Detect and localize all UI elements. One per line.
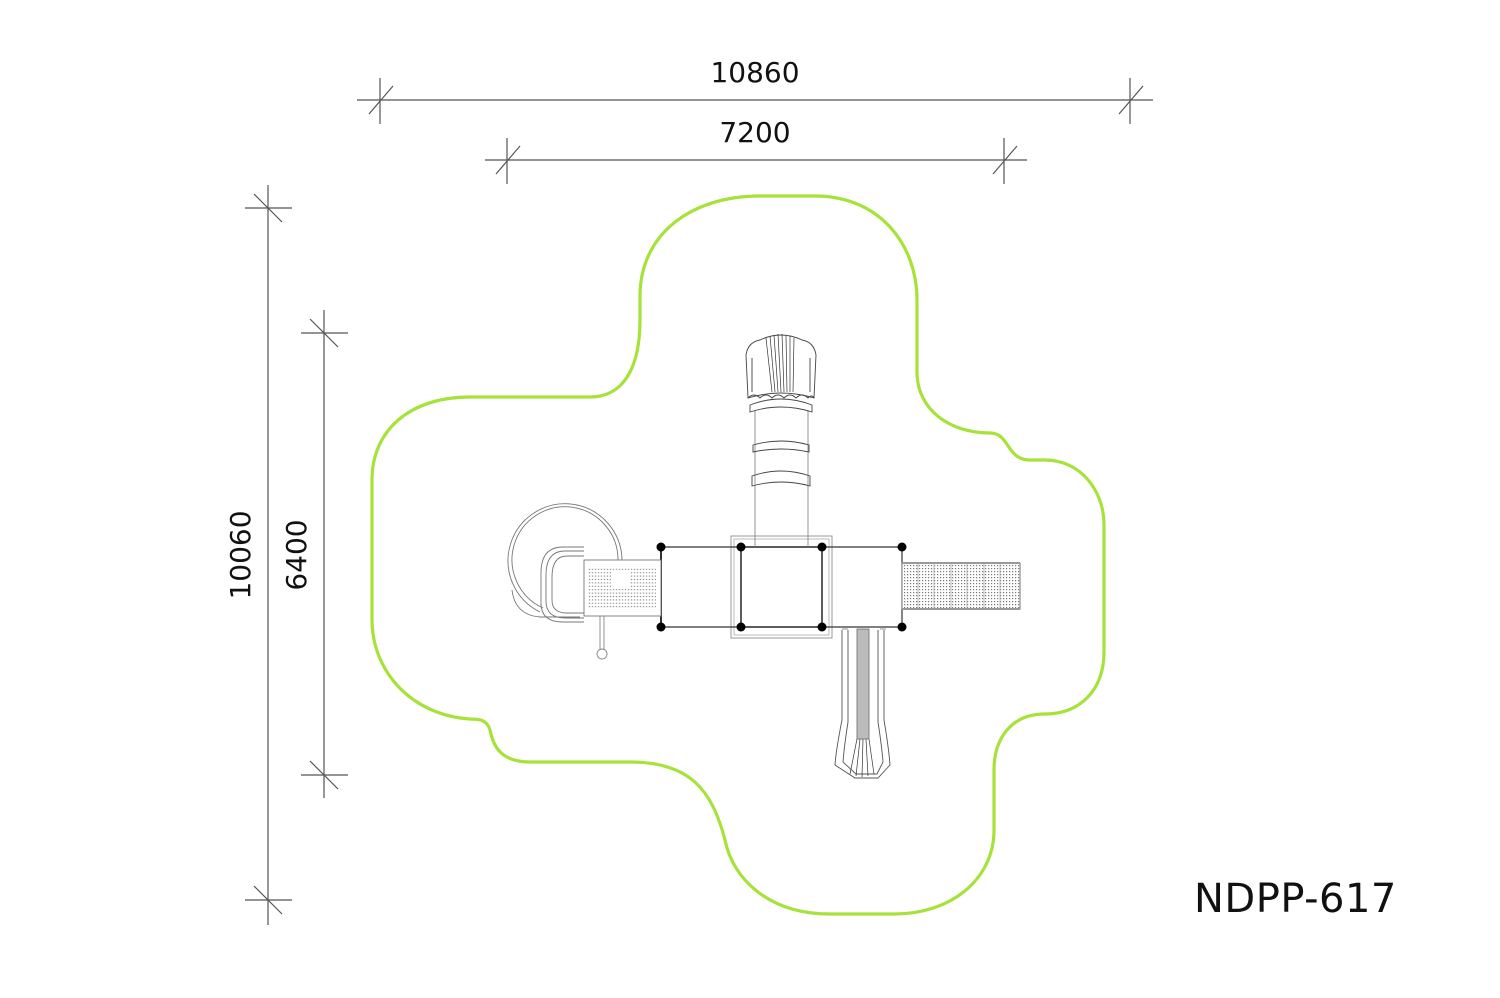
post-nodes: [656, 542, 907, 632]
straight-slide: [834, 628, 891, 779]
dimension-overall-height-label: 10060: [224, 510, 257, 599]
entry-deck: [583, 559, 662, 617]
tube-slide-with-hood: [745, 333, 817, 547]
model-code-label: NDPP-617: [1194, 876, 1397, 922]
dimension-overall-width-label: 10860: [710, 56, 799, 89]
dimension-structure-height-label: 6400: [280, 519, 313, 590]
dimension-structure-width: [485, 138, 1027, 184]
dimension-overall-height: [245, 185, 292, 925]
dimension-structure-height: [301, 310, 348, 798]
dimension-overall-width: [357, 78, 1153, 124]
climbing-pole: [596, 616, 608, 660]
dimension-structure-width-label: 7200: [719, 116, 790, 149]
spiral-slide: [507, 503, 623, 623]
net-bridge: [901, 562, 1021, 610]
safety-zone-outline: [370, 194, 1106, 916]
central-structure: [660, 535, 903, 639]
